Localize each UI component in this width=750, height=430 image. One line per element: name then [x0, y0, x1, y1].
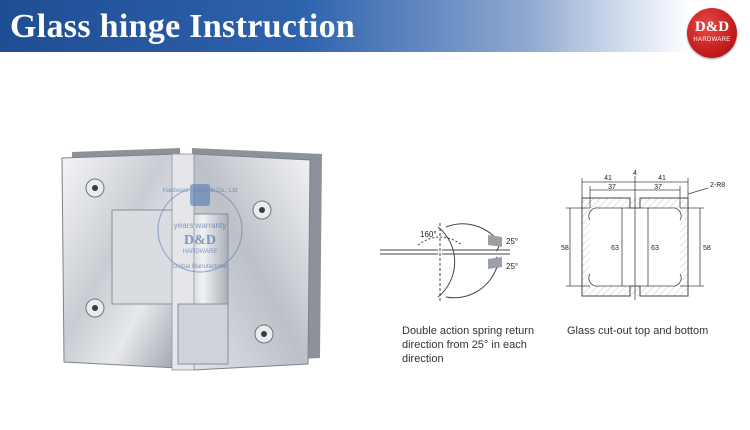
swing-caption-line: Double action spring return: [402, 325, 535, 337]
screw-icon: [85, 178, 274, 344]
angle-top-label: 25°: [506, 237, 518, 246]
dim-right-inner: 37: [654, 184, 662, 191]
dim-left-outer: 41: [604, 175, 612, 182]
watermark: years warranty D&D HARDWARE Hardware Ind…: [157, 184, 243, 273]
cutout-caption: Glass cut-out top and bottom: [567, 325, 709, 337]
dim-left-inner: 37: [608, 184, 616, 191]
dim-right-outer: 41: [658, 175, 666, 182]
watermark-arc-text: Hardware Industrial Co., Ltd: [163, 188, 238, 194]
dim-inner-left: 63: [611, 245, 619, 252]
angle-160-label: 160°: [420, 230, 437, 239]
swing-caption-line: direction from 25° in each: [402, 339, 527, 351]
watermark-ring-text: years warranty: [174, 221, 226, 230]
page-title: Glass hinge Instruction: [10, 8, 356, 45]
dim-left-height: 58: [561, 245, 569, 252]
brand-logo: D&D HARDWARE: [687, 8, 737, 58]
watermark-sub: HARDWARE: [183, 249, 218, 255]
dim-right-height: 58: [703, 245, 711, 252]
dim-inner-right: 63: [651, 245, 659, 252]
logo-subtext: HARDWARE: [693, 37, 731, 43]
swing-caption-line: direction: [402, 353, 444, 365]
cutout-diagram: 4 41 37 41 37 2-R8 58 63 63 58: [561, 170, 725, 300]
watermark-brand: D&D: [184, 233, 216, 248]
watermark-bottom-text: Global Manufacturer: [173, 264, 227, 270]
swing-caption: Double action spring return direction fr…: [402, 324, 562, 366]
dim-radius: 2-R8: [710, 182, 725, 189]
dim-top-center: 4: [633, 170, 637, 177]
glass-hinge-image: years warranty D&D HARDWARE Hardware Ind…: [61, 148, 322, 371]
logo-text: D&D: [694, 19, 730, 35]
angle-bottom-label: 25°: [506, 262, 518, 271]
swing-diagram: 160° 25° 25°: [380, 223, 518, 301]
title-banner: Glass hinge Instruction: [0, 0, 750, 52]
